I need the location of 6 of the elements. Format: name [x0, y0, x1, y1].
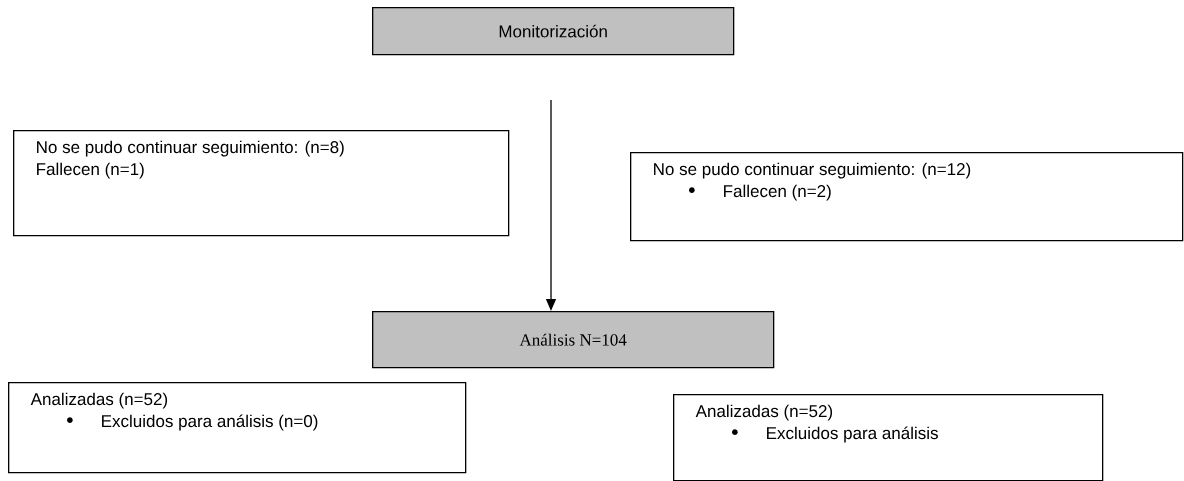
process-box: Analizadas (n=52) Excluidos para análisis	[673, 394, 1104, 481]
process-box: No se pudo continuar seguimiento: (n=12) Fallecen (n=2)	[630, 152, 1184, 242]
process-box: Analizadas (n=52) Excluidos para análisis (n=0)	[8, 382, 467, 474]
process-box: Análisis N=104	[372, 311, 775, 369]
process-box: Monitorización	[372, 7, 735, 56]
process-box: No se pudo continuar seguimiento: (n=8) Fallecen (n=1)	[13, 130, 510, 237]
